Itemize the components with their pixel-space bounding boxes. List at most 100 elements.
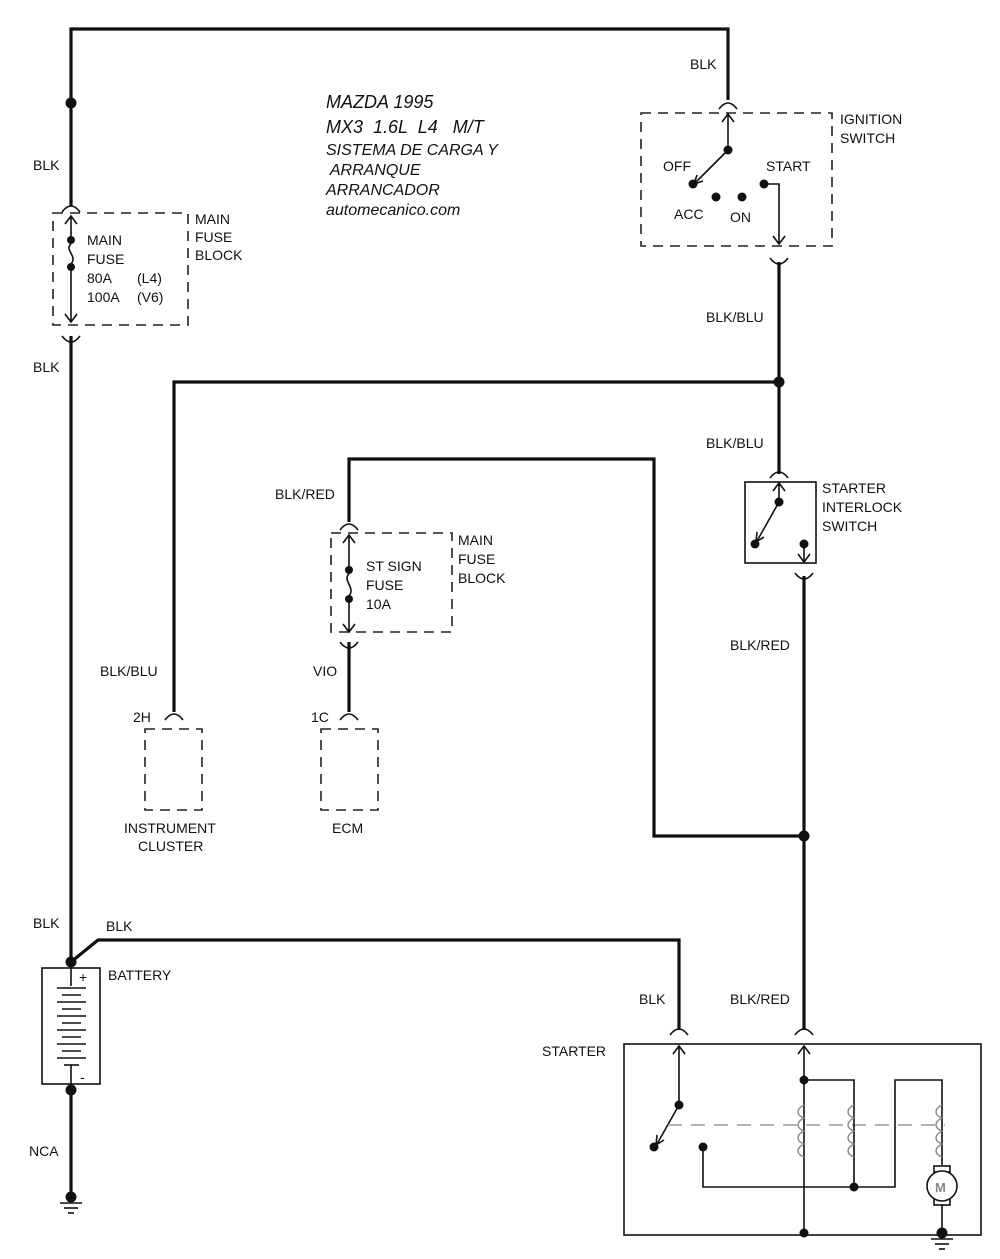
position-off: OFF [663, 158, 691, 174]
contact-acc [711, 192, 721, 202]
pull-in-coil-icon [797, 1104, 806, 1158]
wire-cluster-feed [172, 380, 779, 712]
wire-label: BLK [690, 56, 717, 72]
fuse-name: FUSE [87, 251, 124, 267]
ground-icon [931, 1238, 953, 1250]
splice [849, 1182, 859, 1192]
arrow-icon [342, 533, 356, 568]
starter-internal-wire [702, 1147, 891, 1188]
wire-labels: BLK BLK BLK BLK/BLU BLK/BLU BLK/BLU BLK/… [29, 56, 790, 1159]
field-coil-icon [935, 1104, 944, 1158]
st-sign-fuse-block: ST SIGN FUSE 10A MAIN FUSE BLOCK [330, 523, 506, 649]
arrow-icon [797, 544, 811, 564]
connector-icon [769, 257, 789, 265]
connector-icon [669, 1028, 689, 1036]
fuse-name: MAIN [87, 232, 122, 248]
connector-icon [339, 713, 359, 721]
interlock-label: SWITCH [822, 518, 877, 534]
fuse-rating: 100A [87, 289, 120, 305]
wire-label: VIO [313, 663, 337, 679]
fuse-block-outline [52, 212, 189, 326]
connector-icon [718, 102, 738, 110]
arrow-icon [64, 268, 78, 324]
connector-icon [339, 641, 359, 649]
arrow-icon [721, 112, 735, 150]
wire-label: BLK [33, 359, 60, 375]
wire-label: BLK/BLU [706, 309, 764, 325]
wire-battery-to-starter [69, 938, 681, 1030]
contact-on [737, 192, 747, 202]
ground-point [65, 1191, 77, 1203]
splice-ign-branch [773, 376, 785, 388]
title-system-1: SISTEMA DE CARGA Y [326, 142, 499, 159]
splice-blkred-branch [798, 830, 810, 842]
interlock-label: INTERLOCK [822, 499, 903, 515]
arrow-icon [342, 600, 356, 634]
fuse-block-label: BLOCK [458, 570, 506, 586]
splice-top-left [65, 97, 77, 109]
title-make-year: MAZDA 1995 [326, 92, 434, 112]
pin-label: 2H [133, 709, 151, 725]
wire-label: BLK [33, 157, 60, 173]
fuse-engine: (L4) [137, 270, 162, 286]
starter-label: STARTER [542, 1043, 606, 1059]
title-subsystem: ARRANCADOR [325, 182, 440, 199]
arrow-icon [764, 183, 786, 246]
wire-top-blk [69, 27, 730, 206]
ecm-outline [320, 728, 379, 811]
battery-label: BATTERY [108, 967, 172, 983]
interlock-outline [744, 481, 817, 564]
splices [65, 97, 810, 1203]
fuse-rating: 80A [87, 270, 113, 286]
cluster-outline [144, 728, 203, 811]
starter: STARTER M [542, 1028, 982, 1250]
wire-label: BLK [33, 915, 60, 931]
motor-label: M [935, 1180, 946, 1195]
connector-icon [769, 471, 789, 479]
ignition-label: SWITCH [840, 130, 895, 146]
wire-label: BLK/BLU [100, 663, 158, 679]
starter-ground-point [936, 1227, 948, 1239]
instrument-cluster: 2H INSTRUMENT CLUSTER [124, 709, 216, 854]
wire-label: BLK/BLU [706, 435, 764, 451]
battery: + - BATTERY [41, 967, 172, 1085]
connector-icon [164, 713, 184, 721]
starter-internal-wire [891, 1079, 943, 1188]
fuse-icon [67, 236, 75, 271]
connector-icon [794, 1028, 814, 1036]
starter-interlock-switch: STARTER INTERLOCK SWITCH [744, 471, 903, 580]
connector-icon [794, 572, 814, 580]
starter-internal-wire [804, 1079, 855, 1187]
title-block: MAZDA 1995 MX3 1.6L L4 M/T SISTEMA DE CA… [325, 92, 499, 219]
connector-icon [339, 523, 359, 531]
battery-pos-sign: + [79, 969, 87, 985]
wires [69, 27, 806, 1196]
position-start: START [766, 158, 811, 174]
battery-pos-terminal [65, 956, 77, 968]
contact-off [688, 179, 698, 189]
position-acc: ACC [674, 206, 704, 222]
wire-label: BLK/RED [730, 991, 790, 1007]
connector-icon [61, 335, 81, 343]
ecm: 1C ECM [311, 709, 379, 836]
wire-label: NCA [29, 1143, 59, 1159]
fuse-block-label: FUSE [195, 229, 232, 245]
switch-blade-icon [692, 149, 729, 186]
motor-icon: M [926, 1165, 958, 1206]
interlock-label: STARTER [822, 480, 886, 496]
ignition-label: IGNITION [840, 111, 902, 127]
fuse-name: ST SIGN [366, 558, 422, 574]
ground-icon [60, 1202, 82, 1214]
battery-neg-sign: - [80, 1069, 85, 1085]
ignition-outline [640, 112, 833, 247]
wire-label: BLK [106, 918, 133, 934]
battery-cells-icon [57, 968, 86, 1084]
wire-st-sign-feed [347, 457, 804, 838]
wire-label: BLK/RED [730, 637, 790, 653]
position-on: ON [730, 209, 751, 225]
fuse-block-outline [330, 532, 453, 633]
main-fuse-block: MAIN FUSE 80A (L4) 100A (V6) MAIN FUSE B… [52, 205, 243, 343]
cluster-label: CLUSTER [138, 838, 203, 854]
pin-label: 1C [311, 709, 329, 725]
